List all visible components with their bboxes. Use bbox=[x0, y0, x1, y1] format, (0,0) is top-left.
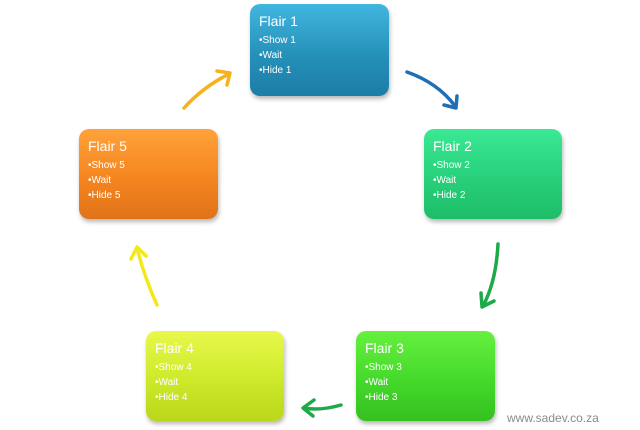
flair-3-steps: Show 3 Wait Hide 3 bbox=[365, 360, 487, 405]
flair-5-step-wait: Wait bbox=[88, 173, 210, 188]
flair-1-card: Flair 1 Show 1 Wait Hide 1 bbox=[250, 4, 389, 96]
flair-2-steps: Show 2 Wait Hide 2 bbox=[433, 158, 554, 203]
arrow-4-to-5 bbox=[129, 245, 159, 307]
flair-3-step-show: Show 3 bbox=[365, 360, 487, 375]
flair-5-title: Flair 5 bbox=[88, 138, 127, 154]
flair-4-steps: Show 4 Wait Hide 4 bbox=[155, 360, 276, 405]
watermark-text: www.sadev.co.za bbox=[507, 411, 599, 425]
arrow-1-to-2 bbox=[405, 70, 459, 110]
flair-1-step-wait: Wait bbox=[259, 48, 381, 63]
flair-2-card: Flair 2 Show 2 Wait Hide 2 bbox=[424, 129, 562, 219]
flair-4-step-hide: Hide 4 bbox=[155, 390, 276, 405]
flair-2-step-wait: Wait bbox=[433, 173, 554, 188]
flair-5-card: Flair 5 Show 5 Wait Hide 5 bbox=[79, 129, 218, 219]
flair-1-title: Flair 1 bbox=[259, 13, 298, 29]
flair-3-title: Flair 3 bbox=[365, 340, 404, 356]
arrow-3-to-4 bbox=[301, 398, 343, 418]
flair-4-step-show: Show 4 bbox=[155, 360, 276, 375]
flair-2-step-show: Show 2 bbox=[433, 158, 554, 173]
flair-2-step-hide: Hide 2 bbox=[433, 188, 554, 203]
flair-4-card: Flair 4 Show 4 Wait Hide 4 bbox=[146, 331, 284, 421]
flair-5-step-hide: Hide 5 bbox=[88, 188, 210, 203]
flair-1-step-hide: Hide 1 bbox=[259, 63, 381, 78]
flair-4-title: Flair 4 bbox=[155, 340, 194, 356]
flair-2-title: Flair 2 bbox=[433, 138, 472, 154]
flair-3-step-hide: Hide 3 bbox=[365, 390, 487, 405]
flair-1-step-show: Show 1 bbox=[259, 33, 381, 48]
flair-4-step-wait: Wait bbox=[155, 375, 276, 390]
flair-3-step-wait: Wait bbox=[365, 375, 487, 390]
flair-1-steps: Show 1 Wait Hide 1 bbox=[259, 33, 381, 78]
flair-5-step-show: Show 5 bbox=[88, 158, 210, 173]
arrow-5-to-1 bbox=[182, 69, 232, 110]
flair-5-steps: Show 5 Wait Hide 5 bbox=[88, 158, 210, 203]
flair-3-card: Flair 3 Show 3 Wait Hide 3 bbox=[356, 331, 495, 421]
arrow-2-to-3 bbox=[479, 242, 500, 309]
